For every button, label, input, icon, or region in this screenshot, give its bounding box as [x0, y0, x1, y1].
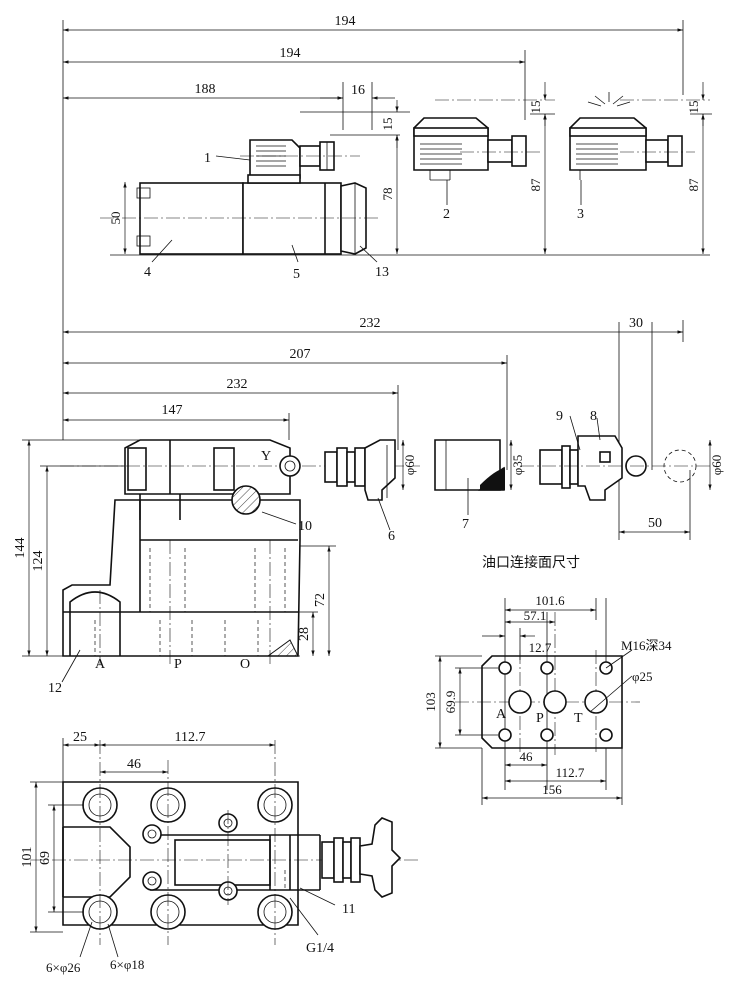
dim-69: 69	[38, 851, 53, 865]
dim-12-7-top: 12.7	[529, 640, 552, 655]
dim-15-right: 15	[686, 101, 701, 114]
dim-57-1: 57.1	[524, 608, 547, 623]
dim-124: 124	[31, 551, 46, 572]
label-phi25: φ25	[632, 669, 653, 684]
callout-11: 11	[342, 902, 355, 917]
dim-144: 144	[13, 538, 28, 559]
label-port-P: P	[174, 657, 182, 672]
callout-3: 3	[577, 207, 584, 222]
dim-207: 207	[290, 347, 311, 362]
dim-25: 25	[73, 730, 87, 745]
label-port-Y: Y	[261, 449, 271, 464]
dim-50-side: 50	[648, 516, 662, 531]
dim-50: 50	[108, 212, 123, 225]
callout-2: 2	[443, 207, 450, 222]
port-face-title: 油口连接面尺寸	[482, 554, 580, 571]
dim-194-top: 194	[335, 14, 356, 29]
top-view: 194 194 188 16 15 78 50	[62, 14, 712, 440]
label-face-T: T	[574, 711, 583, 726]
callout-5: 5	[293, 267, 300, 282]
callout-6: 6	[388, 529, 395, 544]
callout-9: 9	[556, 409, 563, 424]
plan-view: 11 G1/4 25 112.7 46 101 69 6×φ26 6×φ18	[20, 730, 420, 975]
dim-phi35: φ35	[510, 455, 525, 476]
label-holes-26: 6×φ26	[46, 960, 81, 975]
callout-12: 12	[48, 681, 62, 696]
dim-15-left: 15	[380, 118, 395, 131]
callout-4: 4	[144, 265, 151, 280]
label-face-A: A	[496, 707, 507, 722]
dim-78: 78	[380, 188, 395, 201]
dim-112-7-face: 112.7	[556, 765, 585, 780]
side-view: 232 30 207 232 147 144 124	[13, 316, 724, 696]
label-port-A: A	[95, 657, 106, 672]
dim-103: 103	[423, 692, 438, 712]
dim-87-right: 87	[686, 178, 701, 192]
dim-30: 30	[629, 316, 643, 331]
callout-13: 13	[375, 265, 389, 280]
label-face-P: P	[536, 711, 544, 726]
dim-232-second: 232	[227, 377, 248, 392]
dim-112-7-plan: 112.7	[175, 730, 206, 745]
dim-194-second: 194	[280, 46, 301, 61]
label-port-O: O	[240, 657, 250, 672]
dim-16: 16	[351, 83, 365, 98]
label-holes-18: 6×φ18	[110, 957, 144, 972]
port-face-view: 油口连接面尺寸 A P T M16深34 φ25 101.6	[423, 554, 672, 805]
dim-232-top: 232	[360, 316, 381, 331]
label-g14: G1/4	[306, 941, 334, 956]
dim-101-6: 101.6	[535, 593, 565, 608]
callout-10: 10	[298, 519, 312, 534]
dim-156: 156	[542, 782, 562, 797]
callout-7: 7	[462, 517, 469, 532]
label-m16: M16深34	[621, 638, 672, 653]
dim-69-9: 69.9	[443, 691, 458, 714]
dim-87-mid: 87	[528, 178, 543, 192]
dim-phi60-left: φ60	[402, 455, 417, 476]
callout-1: 1	[204, 151, 211, 166]
callout-8: 8	[590, 409, 597, 424]
dim-147: 147	[162, 403, 183, 418]
dim-72: 72	[313, 593, 328, 607]
dim-28: 28	[297, 627, 312, 641]
dim-46-plan: 46	[127, 757, 141, 772]
dim-15-mid: 15	[528, 101, 543, 114]
dim-101: 101	[20, 847, 35, 868]
dim-46-face: 46	[520, 749, 534, 764]
dim-phi60-right: φ60	[709, 455, 724, 476]
dim-188: 188	[195, 82, 216, 97]
